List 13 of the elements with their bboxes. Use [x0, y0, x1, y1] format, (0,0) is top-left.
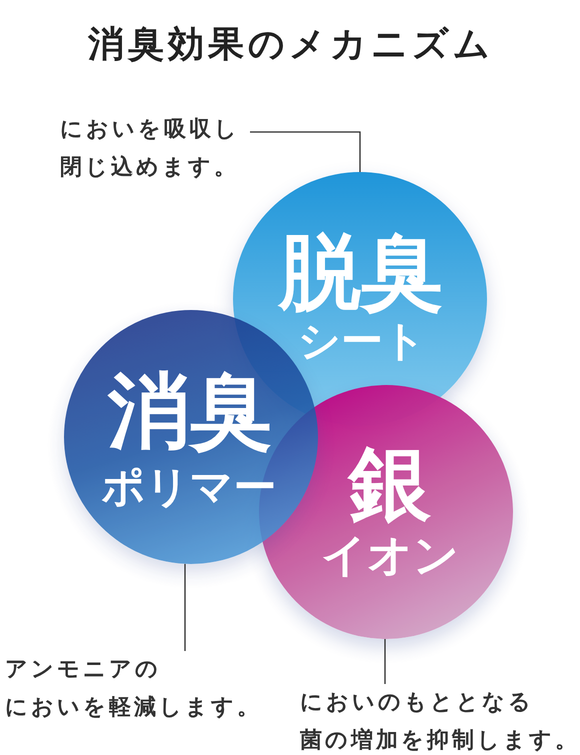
- callout-text: においを吸収し閉じ込めます。: [60, 111, 242, 187]
- leader-line: [384, 639, 386, 684]
- callout-text: アンモニアのにおいを軽減します。: [5, 651, 263, 727]
- leader-line: [250, 131, 361, 172]
- circle-subheading: シート: [298, 320, 426, 362]
- circle-heading: 脱臭: [279, 232, 443, 314]
- circle-heading: 消臭: [108, 371, 272, 453]
- circle-subheading: ポリマー: [102, 466, 276, 510]
- circle-heading: 銀: [349, 444, 431, 526]
- callout-text: においのもととなる菌の増加を抑制します。: [300, 684, 580, 755]
- circle-subheading: イオン: [321, 532, 459, 578]
- leader-line: [184, 564, 186, 651]
- title: 消臭効果のメカニズム: [88, 23, 494, 66]
